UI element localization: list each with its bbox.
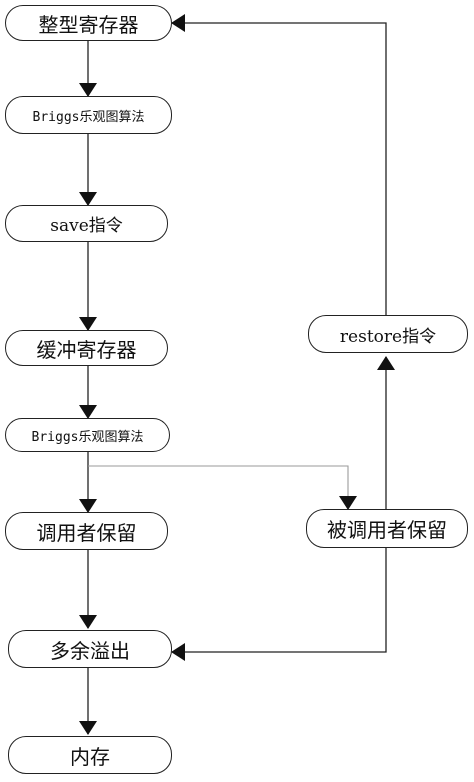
arrow-branch-to-callee [88, 465, 357, 510]
node-save-instruction-label: save指令 [50, 216, 123, 236]
node-buffer-registers: 缓冲寄存器 [5, 330, 168, 366]
node-briggs-1: Briggs乐观图算法 [5, 96, 172, 134]
node-memory: 内存 [8, 736, 172, 774]
node-caller-saved-label: 调用者保留 [36, 520, 137, 545]
node-restore-instruction-label: restore指令 [339, 326, 437, 347]
node-spill: 多余溢出 [8, 630, 172, 668]
node-spill-label: 多余溢出 [50, 638, 130, 663]
node-briggs-2-label: Briggs乐观图算法 [31, 429, 144, 445]
node-briggs-2: Briggs乐观图算法 [5, 418, 170, 452]
node-callee-saved-label: 被调用者保留 [327, 518, 447, 542]
node-briggs-1-label: Briggs乐观图算法 [32, 109, 145, 125]
node-callee-saved: 被调用者保留 [306, 509, 468, 548]
node-save-instruction: save指令 [5, 205, 168, 242]
node-caller-saved: 调用者保留 [5, 512, 168, 550]
node-memory-label: 内存 [70, 744, 110, 769]
arrow-restore-to-int [171, 14, 387, 315]
node-restore-instruction: restore指令 [308, 315, 468, 353]
node-int-registers-label: 整型寄存器 [38, 12, 139, 37]
node-buffer-registers-label: 缓冲寄存器 [36, 337, 137, 362]
arrow-callee-to-spill [171, 548, 387, 661]
node-int-registers: 整型寄存器 [5, 5, 172, 41]
